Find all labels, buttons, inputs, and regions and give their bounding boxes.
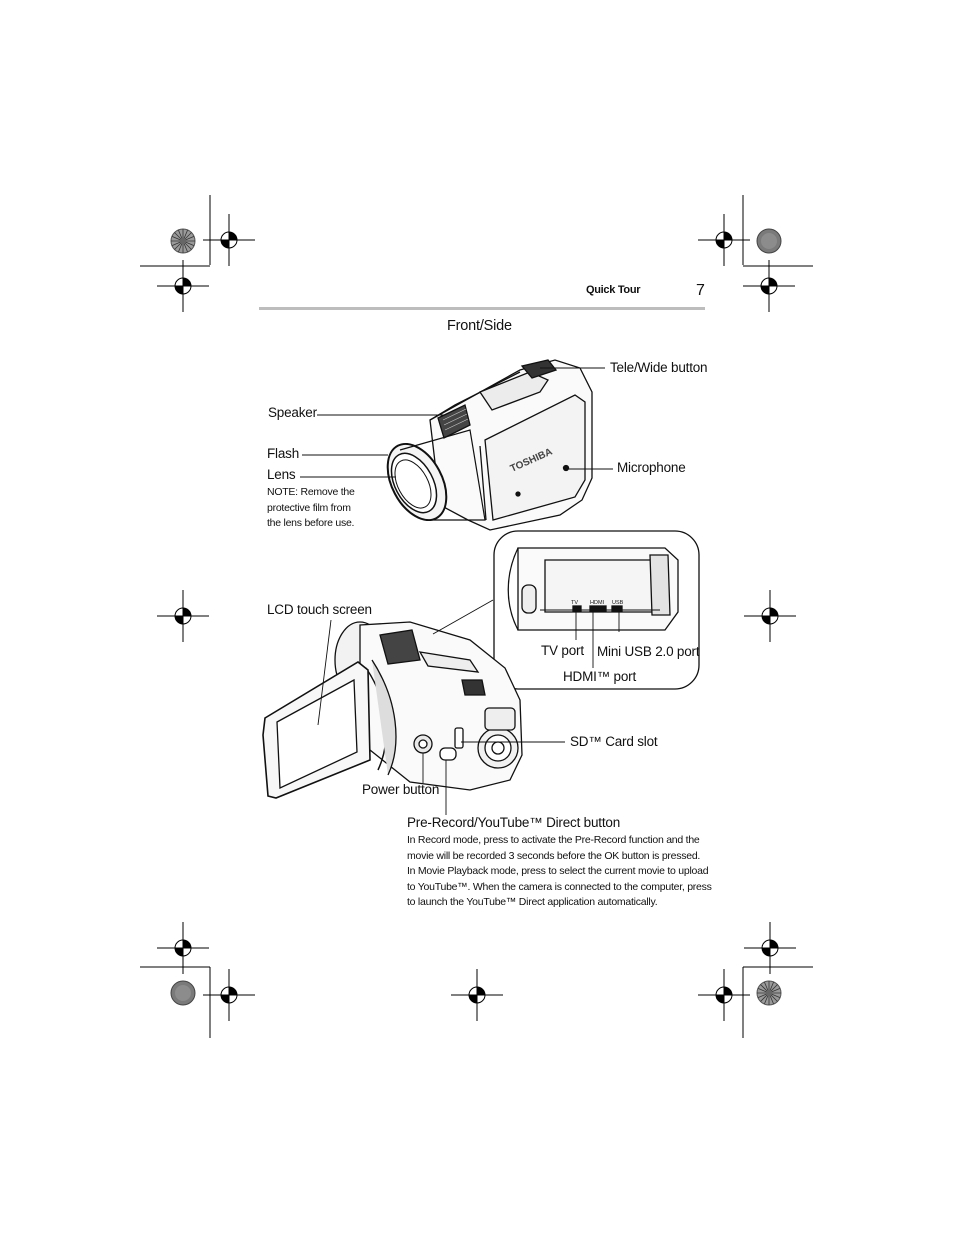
- label-lens: Lens: [267, 467, 296, 482]
- label-microphone: Microphone: [617, 460, 686, 475]
- label-tv-port: TV port: [541, 643, 584, 658]
- label-flash: Flash: [267, 446, 300, 461]
- lens-note: NOTE: Remove the protective film from th…: [267, 486, 355, 529]
- label-mini-usb-port: Mini USB 2.0 port: [597, 644, 700, 659]
- label-sd-card-slot: SD™ Card slot: [570, 734, 658, 749]
- camera-open-drawing: [262, 621, 523, 799]
- figure-title: Front/Side: [447, 318, 512, 334]
- label-tele-wide-button: Tele/Wide button: [610, 360, 708, 375]
- label-lcd-touch-screen: LCD touch screen: [267, 602, 372, 617]
- label-power-button: Power button: [362, 782, 440, 797]
- header-rule: [259, 307, 705, 310]
- label-speaker: Speaker: [268, 405, 317, 420]
- page-number: 7: [696, 282, 705, 299]
- port-mark-hdmi: HDMI: [590, 600, 605, 606]
- camera-front-drawing: TOSHIBA: [386, 359, 593, 531]
- label-hdmi-port: HDMI™ port: [563, 669, 637, 684]
- port-mark-tv: TV: [571, 600, 578, 606]
- port-mark-usb: USB: [612, 600, 624, 606]
- ports-inset: TV HDMI USB: [493, 530, 700, 690]
- section-title: Quick Tour: [586, 284, 641, 296]
- label-prerecord-button: Pre-Record/YouTube™ Direct button: [407, 815, 621, 830]
- prerecord-description: In Record mode, press to activate the Pr…: [407, 834, 712, 908]
- leader-lines: [300, 367, 620, 815]
